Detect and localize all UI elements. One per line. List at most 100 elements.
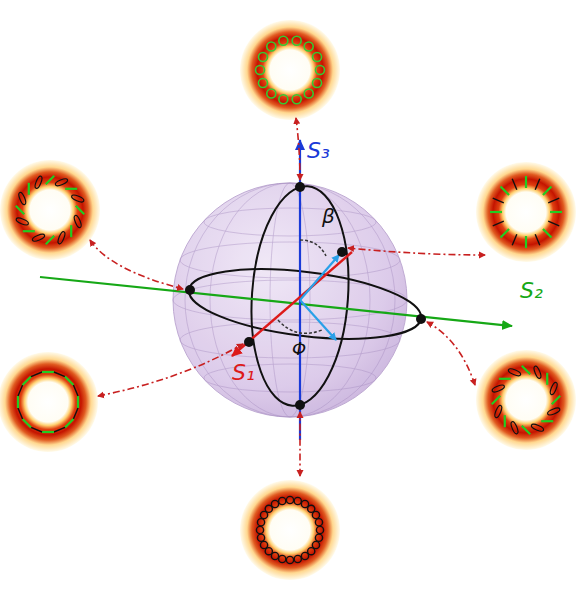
polarization-mark (533, 365, 542, 379)
polarization-mark (522, 426, 530, 434)
polarization-mark (548, 198, 559, 203)
vector-beam (240, 480, 340, 580)
polarization-mark (490, 211, 502, 213)
polarization-mark (31, 372, 42, 377)
polarization-mark (257, 519, 264, 526)
polarization-mark (18, 385, 23, 396)
polarization-mark (279, 36, 288, 45)
polarization-mark (512, 234, 517, 245)
polarization-mark (301, 500, 308, 507)
polarization-mark (294, 555, 301, 562)
polarization-mark (256, 526, 263, 533)
polarization-mark (42, 431, 54, 433)
polarization-mark (31, 427, 42, 432)
polarization-mark (258, 79, 267, 88)
polarization-mark (18, 408, 23, 419)
polarization-mark (279, 555, 286, 562)
polarization-mark (70, 225, 72, 237)
polarization-mark (292, 36, 301, 45)
polarization-mark (550, 211, 562, 213)
polarization-mark (552, 396, 560, 404)
polarization-mark (55, 178, 69, 187)
polarization-mark (315, 534, 322, 541)
polarization-mark (508, 368, 522, 377)
polarization-mark (258, 52, 267, 61)
polarization-mark (548, 221, 559, 226)
vector-beam (0, 160, 100, 260)
polarization-mark (46, 176, 54, 184)
polarization-mark (315, 519, 322, 526)
polarization-mark (256, 66, 265, 75)
polarization-mark (42, 371, 54, 373)
polarization-mark (543, 229, 551, 237)
polarization-mark (73, 385, 78, 396)
polarization-mark (260, 511, 267, 518)
polarization-mark (313, 52, 322, 61)
polarization-mark (65, 377, 73, 385)
polarization-mark (543, 187, 551, 195)
polarization-mark (491, 384, 505, 393)
polarization-mark (510, 421, 519, 435)
axis-label: S₂ (520, 280, 543, 302)
polarization-mark (77, 396, 79, 408)
polarization-mark (546, 373, 548, 385)
polarization-mark (541, 420, 553, 422)
polarization-mark (265, 505, 272, 512)
polarization-mark (547, 407, 561, 416)
polarization-mark (279, 497, 286, 504)
polarization-mark (531, 423, 545, 432)
polarization-mark (312, 541, 319, 548)
vector-beam (476, 350, 576, 450)
polarization-mark (23, 230, 35, 232)
vector-beam (0, 352, 98, 452)
polarization-mark (525, 176, 527, 188)
polarization-mark (522, 366, 530, 374)
polarization-mark (286, 556, 293, 563)
polarization-mark (57, 231, 66, 245)
polarization-mark (504, 415, 506, 427)
polarization-mark (260, 541, 267, 548)
polarization-mark (18, 192, 27, 206)
vector-beam (476, 162, 576, 262)
polarization-mark (271, 552, 278, 559)
polarization-mark (265, 548, 272, 555)
polarization-mark (304, 89, 313, 98)
polarization-mark (501, 187, 509, 195)
polarization-mark (499, 378, 511, 380)
polarization-mark (267, 42, 276, 51)
polarization-mark (23, 419, 31, 427)
polarization-mark (73, 408, 78, 419)
polarization-mark (492, 396, 500, 404)
polarization-mark (46, 236, 54, 244)
axis-label: S₁ (232, 362, 255, 384)
polarization-mark (279, 95, 288, 104)
polarization-mark (301, 552, 308, 559)
polarization-mark (54, 427, 65, 432)
polarization-mark (65, 188, 77, 190)
polarization-mark (294, 497, 301, 504)
polarization-mark (34, 175, 43, 189)
polarization-mark (304, 42, 313, 51)
polarization-mark (493, 221, 504, 226)
polarization-mark (313, 79, 322, 88)
polarization-mark (312, 511, 319, 518)
polarization-mark (308, 548, 315, 555)
polarization-mark (501, 229, 509, 237)
polarization-mark (316, 66, 325, 75)
polarization-mark (16, 206, 24, 214)
polarization-mark (71, 194, 85, 203)
angle-label: β (322, 206, 335, 226)
polarization-mark (28, 183, 30, 195)
polarization-mark (549, 382, 558, 396)
axis-label: S₃ (307, 140, 330, 162)
polarization-mark (493, 198, 504, 203)
angle-label: Φ (292, 340, 306, 358)
polarization-mark (76, 206, 84, 214)
polarization-mark (32, 233, 46, 242)
polarization-mark (15, 217, 29, 226)
polarization-mark (292, 95, 301, 104)
polarization-mark (257, 534, 264, 541)
polarization-mark (54, 372, 65, 377)
